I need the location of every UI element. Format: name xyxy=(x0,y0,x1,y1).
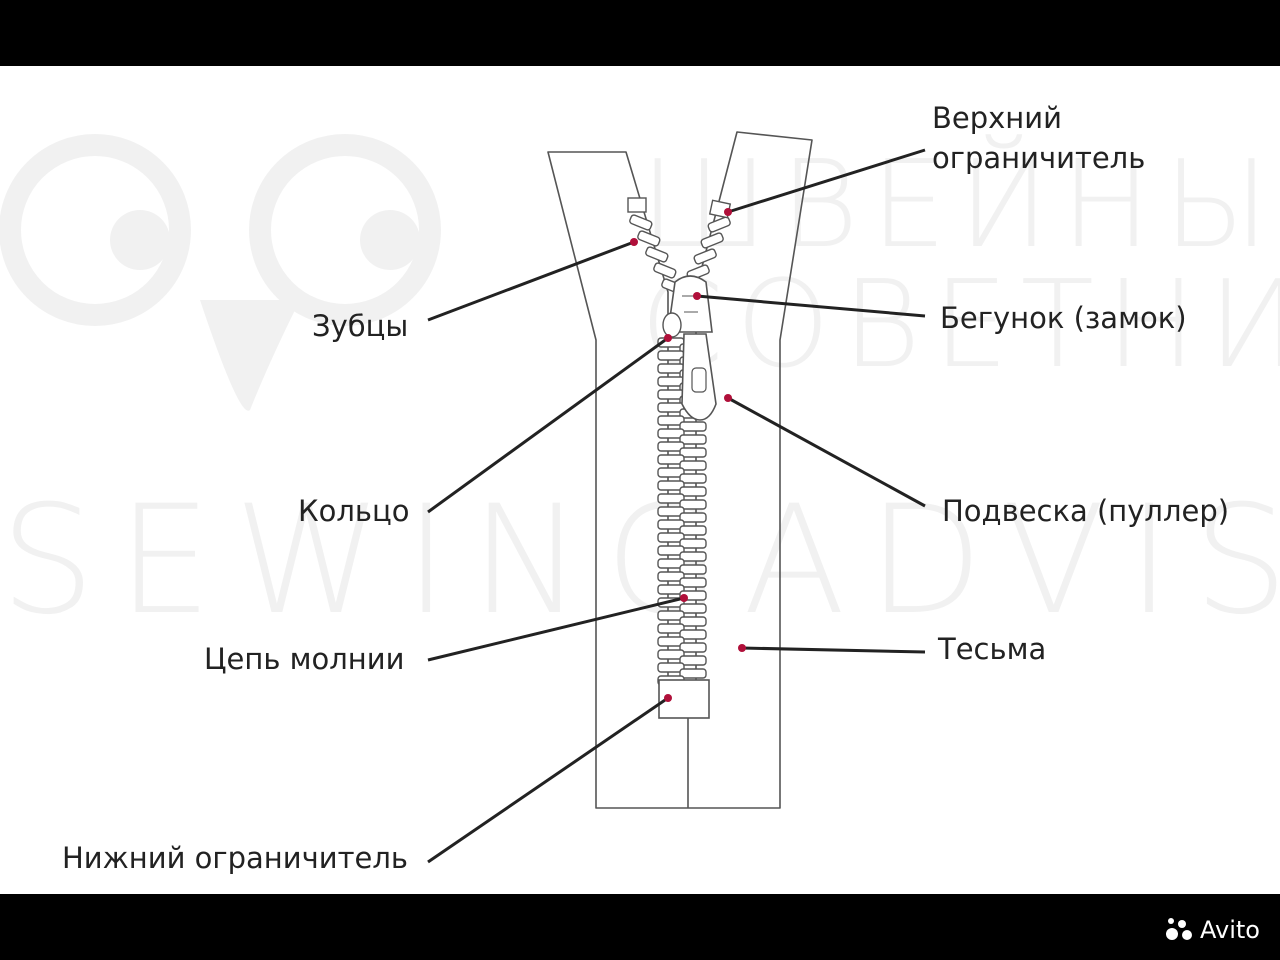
tooth xyxy=(637,230,661,247)
leader-lines xyxy=(427,148,926,864)
tooth xyxy=(679,655,707,666)
label-top-stop-line2: ограничитель xyxy=(932,141,1146,175)
bottom-letterbox-bar xyxy=(0,894,1280,960)
tooth xyxy=(657,623,685,634)
zipper-diagram xyxy=(0,131,926,864)
tooth xyxy=(657,636,685,647)
tooth xyxy=(653,262,677,279)
top-stop-left xyxy=(627,197,647,213)
tooth xyxy=(657,649,685,660)
tooth xyxy=(657,506,685,517)
tooth xyxy=(657,454,685,465)
dot-ring xyxy=(664,334,672,342)
tooth xyxy=(679,538,707,549)
tooth xyxy=(679,512,707,523)
tooth xyxy=(657,545,685,556)
tooth xyxy=(657,428,685,439)
tooth xyxy=(679,434,707,445)
watermark-line3: SEWINGADVISOR.R xyxy=(0,474,1280,648)
dot-slider xyxy=(693,292,701,300)
dot-teeth xyxy=(630,238,638,246)
tooth xyxy=(657,493,685,504)
tooth xyxy=(700,232,724,249)
tooth xyxy=(679,577,707,588)
dot-puller xyxy=(724,394,732,402)
label-ring: Кольцо xyxy=(298,494,410,528)
avito-name: Avito xyxy=(1200,916,1260,944)
ring xyxy=(662,312,682,338)
dot-tape xyxy=(738,644,746,652)
tooth xyxy=(657,415,685,426)
tooth xyxy=(679,486,707,497)
avito-logo: Avito xyxy=(1166,916,1260,944)
label-top-stop-line1: Верхний xyxy=(932,101,1062,135)
tooth xyxy=(657,558,685,569)
tooth xyxy=(679,525,707,536)
label-puller: Подвеска (пуллер) xyxy=(942,494,1230,528)
tooth xyxy=(679,603,707,614)
watermark-line2: СОВЕТНИ xyxy=(640,256,1280,395)
dot-top-stop xyxy=(724,208,732,216)
tooth xyxy=(657,441,685,452)
tooth xyxy=(629,214,653,231)
tooth xyxy=(679,421,707,432)
tooth xyxy=(657,571,685,582)
accent-dots xyxy=(630,208,746,702)
label-slider: Бегунок (замок) xyxy=(940,301,1187,335)
label-bottom-stop: Нижний ограничитель xyxy=(62,841,408,875)
tooth xyxy=(679,629,707,640)
tooth xyxy=(679,616,707,627)
tooth xyxy=(657,584,685,595)
watermark-logo-dots xyxy=(110,210,420,411)
dot-chain xyxy=(680,594,688,602)
tooth xyxy=(679,447,707,458)
diagram-canvas: ШВЕЙНЫ СОВЕТНИ SEWINGADVISOR.R xyxy=(0,66,1280,894)
tooth xyxy=(693,248,717,265)
label-teeth: Зубцы xyxy=(312,309,409,343)
tooth xyxy=(679,551,707,562)
label-chain: Цепь молнии xyxy=(204,642,405,676)
label-tape: Тесьма xyxy=(938,632,1047,666)
tooth xyxy=(657,532,685,543)
tooth xyxy=(657,519,685,530)
tooth xyxy=(657,610,685,621)
avito-dots-icon xyxy=(1166,918,1194,942)
tooth xyxy=(657,467,685,478)
tooth xyxy=(679,499,707,510)
watermark-logo xyxy=(0,134,441,326)
tooth xyxy=(679,460,707,471)
tooth xyxy=(679,473,707,484)
tooth xyxy=(707,216,731,233)
tooth xyxy=(657,480,685,491)
top-letterbox-bar xyxy=(0,0,1280,66)
tooth xyxy=(645,246,669,263)
tooth xyxy=(679,668,707,679)
tooth xyxy=(679,564,707,575)
tooth xyxy=(657,662,685,673)
tooth xyxy=(679,642,707,653)
dot-bottom-stop xyxy=(664,694,672,702)
